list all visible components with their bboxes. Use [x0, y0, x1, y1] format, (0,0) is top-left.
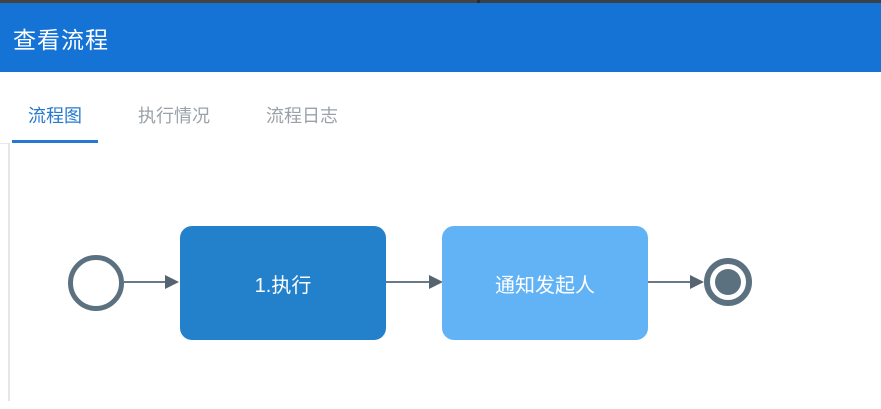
tab-process-log[interactable]: 流程日志 — [266, 106, 338, 126]
start-event-node — [68, 255, 124, 311]
flow-arrowhead-icon — [690, 275, 704, 289]
flow-connector-line — [124, 281, 165, 283]
end-event-node — [704, 258, 752, 306]
task-node-execute[interactable]: 1.执行 — [180, 226, 386, 340]
chrome-strip-right — [480, 0, 881, 3]
end-event-inner-circle — [715, 269, 741, 295]
task-node-notify-initiator[interactable]: 通知发起人 — [442, 226, 648, 340]
flow-arrowhead-icon — [165, 275, 179, 289]
flow-diagram-canvas: 1.执行 通知发起人 — [8, 143, 881, 401]
chrome-strip-divider — [477, 0, 480, 3]
task-node-label: 1.执行 — [254, 274, 312, 297]
tab-flow-diagram[interactable]: 流程图 — [12, 102, 98, 144]
task-node-label: 通知发起人 — [495, 274, 595, 297]
flow-connector-line — [386, 281, 429, 283]
page-title: 查看流程 — [13, 26, 109, 53]
browser-chrome-strip — [0, 0, 881, 3]
flow-connector-line — [648, 281, 690, 283]
tab-bar: 流程图 执行情况 流程日志 — [0, 72, 881, 144]
dialog-header: 查看流程 — [0, 3, 881, 72]
tab-execution-status[interactable]: 执行情况 — [138, 106, 210, 126]
chrome-strip-left — [0, 0, 477, 3]
flow-arrowhead-icon — [429, 275, 443, 289]
